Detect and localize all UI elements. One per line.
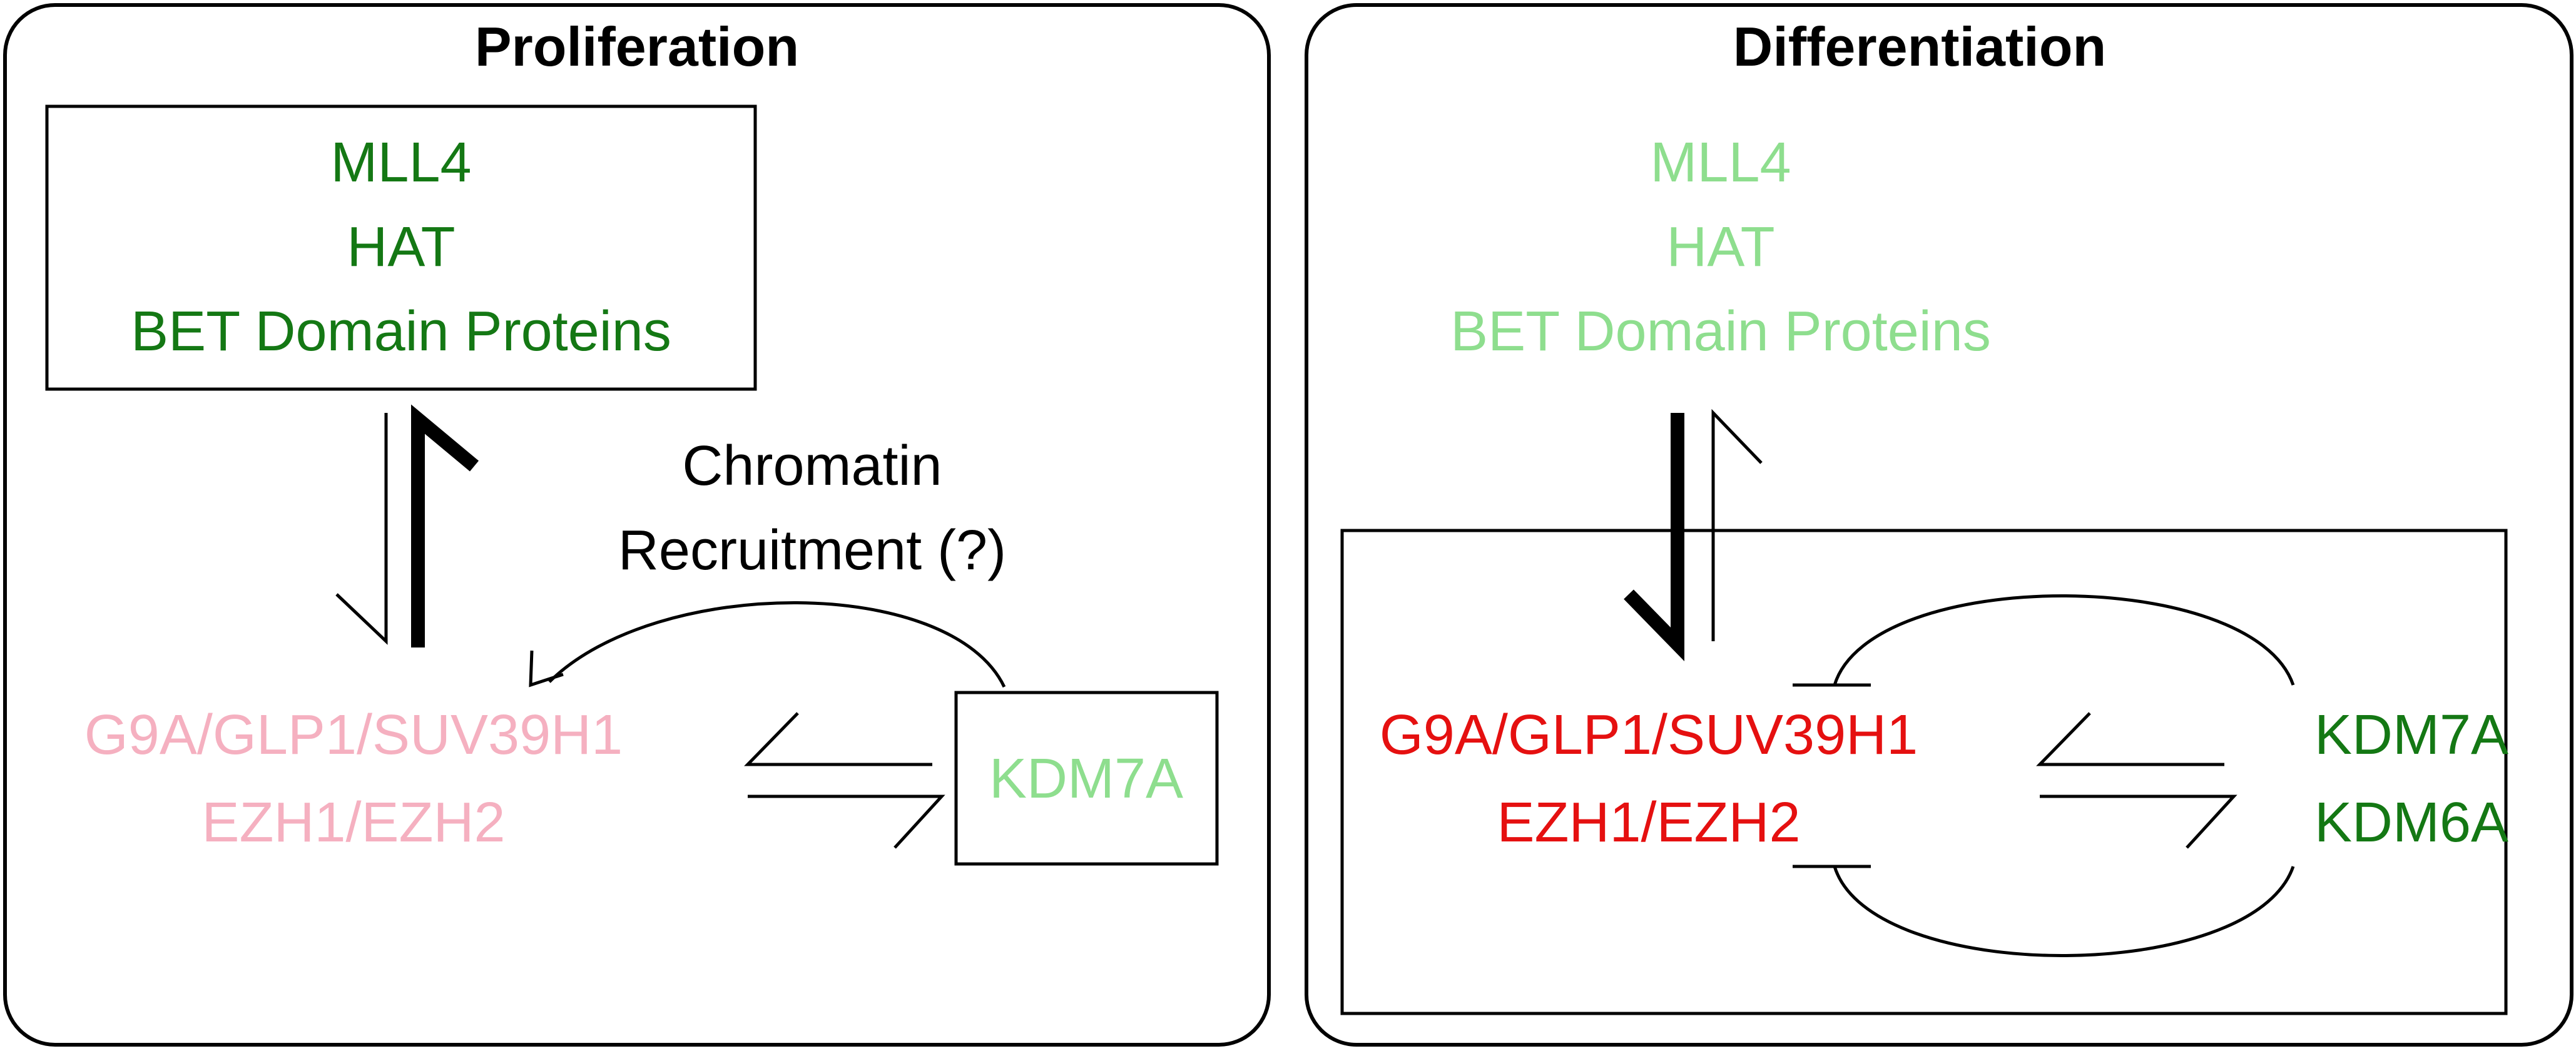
recruitment-label-line2: Recruitment (?)	[618, 519, 1006, 582]
proliferation-title: Proliferation	[475, 16, 799, 78]
left-kdm7a-label: KDM7A	[989, 748, 1183, 810]
left-down-arrow-thin	[335, 413, 388, 645]
right-repressor-g9a: G9A/GLP1/SUV39H1	[1380, 704, 1918, 766]
left-activator-bet: BET Domain Proteins	[131, 300, 671, 363]
right-kdm7a-label: KDM7A	[2314, 704, 2508, 766]
differentiation-panel-frame	[1305, 3, 2573, 1047]
differentiation-panel: Differentiation MLL4 HAT BET Domain Prot…	[1305, 3, 2573, 1047]
left-activator-mll4: MLL4	[330, 131, 471, 194]
right-activator-hat: HAT	[1666, 216, 1774, 278]
proliferation-panel: Proliferation MLL4 HAT BET Domain Protei…	[3, 3, 1271, 1047]
left-repressor-ezh: EZH1/EZH2	[201, 791, 505, 854]
recruitment-arrowhead	[529, 650, 564, 688]
right-inner-box	[1340, 529, 2508, 1015]
right-kdm6a-label: KDM6A	[2314, 791, 2508, 854]
right-activator-bet: BET Domain Proteins	[1450, 300, 1991, 363]
left-arrow-to-kdm7a	[748, 795, 945, 849]
proliferation-panel-frame	[3, 3, 1271, 1047]
right-arrow-to-demethylases	[2040, 795, 2237, 849]
right-arrow-to-repressors	[2036, 712, 2224, 766]
left-activator-hat: HAT	[347, 216, 455, 278]
left-activator-box	[45, 104, 757, 391]
inhibition-curve-bottom	[1833, 866, 2295, 957]
left-arrow-to-repressors	[744, 712, 932, 766]
right-down-arrow-thick	[1624, 413, 1684, 662]
right-repressor-ezh: EZH1/EZH2	[1497, 791, 1800, 854]
left-up-arrow-thick	[411, 404, 479, 647]
recruitment-curve-arrow	[548, 601, 1006, 688]
right-activator-mll4: MLL4	[1650, 131, 1791, 194]
inhibition-curve-top	[1833, 594, 2295, 686]
differentiation-title: Differentiation	[1733, 16, 2106, 78]
left-kdm7a-box	[954, 691, 1219, 866]
right-up-arrow-thin	[1711, 409, 1763, 641]
recruitment-label-line1: Chromatin	[682, 435, 942, 497]
left-repressor-g9a: G9A/GLP1/SUV39H1	[84, 704, 623, 766]
